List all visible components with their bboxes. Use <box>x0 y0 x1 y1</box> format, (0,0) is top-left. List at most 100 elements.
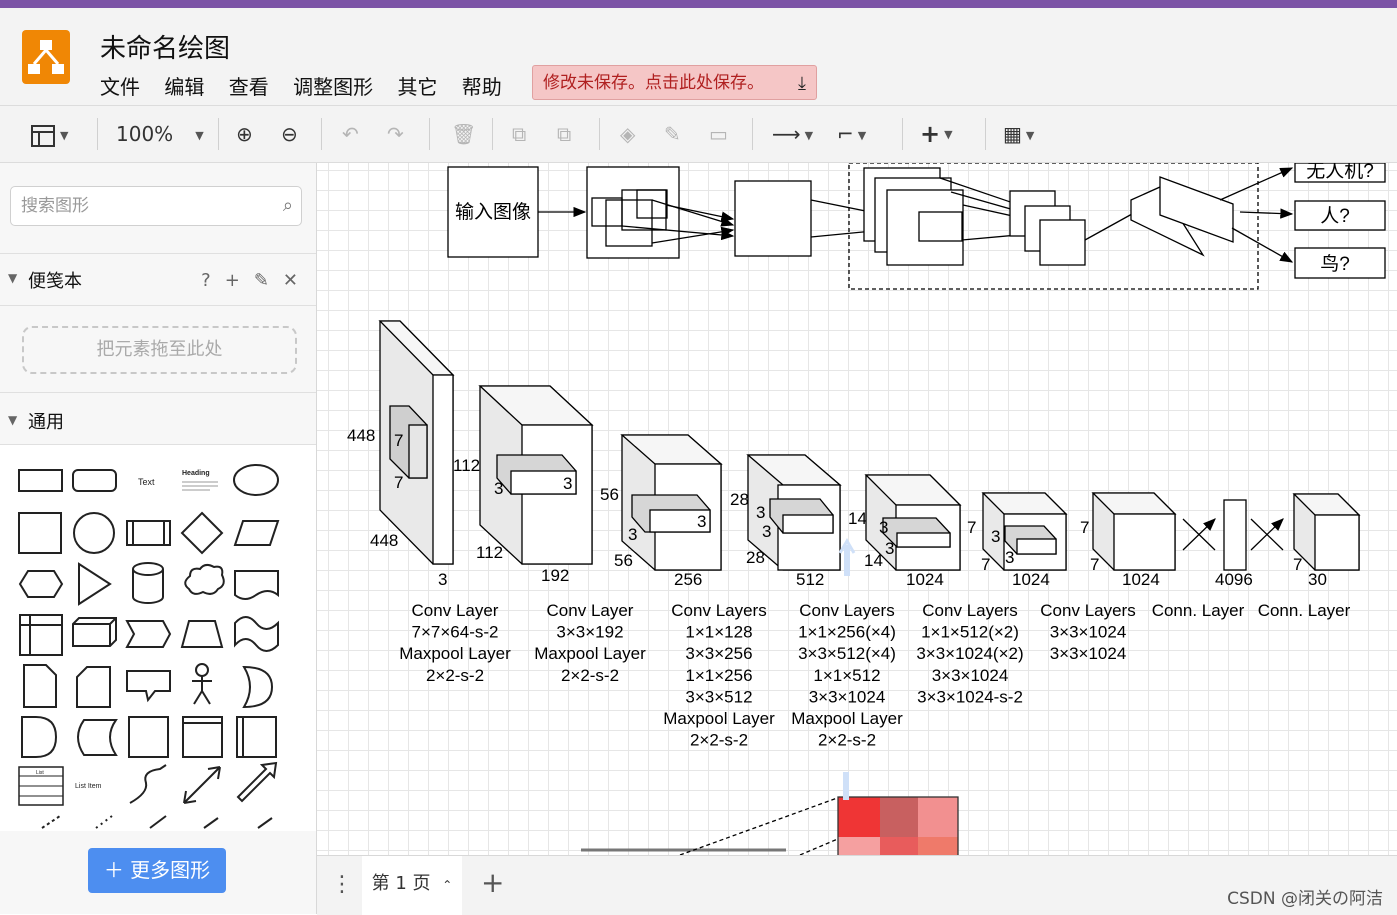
scratchpad-title[interactable]: 便笺本 <box>28 271 82 292</box>
square-shape[interactable] <box>18 512 62 554</box>
search-shapes-input[interactable]: 搜索图形 ⌕ <box>10 186 302 226</box>
collapse-triangle-icon[interactable]: ▼ <box>8 413 18 427</box>
insert-button[interactable]: +▼ <box>920 120 953 148</box>
output-bird-box[interactable] <box>1294 247 1386 279</box>
waypoints-button[interactable]: ⌐▼ <box>837 120 866 148</box>
triangle-shape[interactable] <box>78 562 112 606</box>
to-front-button[interactable]: ⧉ <box>512 120 526 148</box>
delay-shape[interactable] <box>21 716 58 758</box>
bidirectional-arrow-shape[interactable] <box>183 766 221 804</box>
rectangle-shape[interactable] <box>18 469 63 492</box>
shadow-button[interactable]: ▭ <box>709 120 728 148</box>
menu-view[interactable]: 查看 <box>228 75 269 99</box>
arrow-line-shape-2[interactable] <box>257 817 273 829</box>
callout-shape[interactable] <box>126 670 171 703</box>
document-title[interactable]: 未命名绘图 <box>100 34 231 64</box>
drawing-canvas[interactable]: 输入图像 无人机? 人? 鸟? 448 448 3 7 7 112 112 19… <box>317 163 1397 855</box>
output-layer-block[interactable] <box>1292 493 1361 571</box>
table-button[interactable]: ▦▼ <box>1003 120 1034 148</box>
drawio-logo[interactable] <box>22 30 70 84</box>
grid-cells-diagram[interactable] <box>581 796 959 855</box>
edit-icon[interactable]: ✎ <box>253 270 269 291</box>
dashed-group-box[interactable] <box>848 163 1259 290</box>
connection-style-button[interactable]: ⟶▼ <box>772 120 813 148</box>
help-icon[interactable]: ? <box>201 270 211 291</box>
cloud-shape[interactable] <box>184 563 225 595</box>
menu-edit[interactable]: 编辑 <box>164 75 205 99</box>
block-arrow-shape[interactable] <box>236 761 278 803</box>
internal-storage-shape[interactable] <box>19 614 63 656</box>
add-icon[interactable]: + <box>224 270 240 291</box>
vertical-container-shape[interactable] <box>236 716 277 758</box>
yolo-network-diagram[interactable] <box>378 320 1361 571</box>
layer-1-block[interactable] <box>378 320 455 565</box>
note-shape[interactable] <box>23 664 57 708</box>
redo-button[interactable]: ↷ <box>387 120 404 148</box>
page-footer: ⋮ 第 1 页 ⌃ + CSDN @闭关の阿洁 <box>317 855 1397 915</box>
or-shape[interactable] <box>242 665 274 709</box>
stored-data-shape[interactable] <box>77 719 118 756</box>
output-drone-box[interactable] <box>1294 163 1386 183</box>
to-back-button[interactable]: ⧉ <box>557 120 571 148</box>
collapse-triangle-icon[interactable]: ▼ <box>8 271 18 285</box>
dotted-line-shape[interactable] <box>95 815 113 829</box>
fc-layer-block[interactable] <box>1223 499 1247 571</box>
tape-shape[interactable] <box>234 616 279 652</box>
container-shape[interactable] <box>128 716 169 758</box>
layer-7-block[interactable] <box>1091 492 1177 571</box>
zoom-select[interactable]: 100%▼ <box>116 120 204 148</box>
close-icon[interactable]: ✕ <box>282 270 298 291</box>
dashed-line-shape[interactable] <box>41 815 61 829</box>
document-shape[interactable] <box>234 570 279 600</box>
card-shape[interactable] <box>76 666 111 708</box>
line-color-button[interactable]: ✎ <box>664 120 681 148</box>
output-person-box[interactable] <box>1294 200 1386 231</box>
layer-6-block[interactable] <box>981 492 1068 571</box>
add-page-button[interactable]: + <box>481 868 504 898</box>
curve-shape[interactable] <box>129 764 167 804</box>
layer-caption-line: 2×2-s-2 <box>818 731 876 750</box>
step-shape[interactable] <box>125 620 172 648</box>
rounded-rectangle-shape[interactable] <box>72 469 117 492</box>
zoom-out-button[interactable]: ⊖ <box>281 120 298 148</box>
ellipse-shape[interactable] <box>233 464 279 496</box>
circle-shape[interactable] <box>73 512 115 554</box>
parallelogram-shape[interactable] <box>233 520 280 546</box>
delete-button[interactable]: 🗑 <box>451 120 476 148</box>
hexagon-shape[interactable] <box>18 570 64 598</box>
unsaved-changes-button[interactable]: 修改未保存。点击此处保存。 ⤓ <box>532 65 817 100</box>
feature-box[interactable] <box>586 166 680 259</box>
swimlane-shape[interactable] <box>182 716 223 758</box>
diamond-shape[interactable] <box>180 511 224 555</box>
pages-menu-icon[interactable]: ⋮ <box>331 872 353 897</box>
arrow-line-shape[interactable] <box>203 817 219 829</box>
cube-shape[interactable] <box>72 617 117 647</box>
scratchpad-dropzone[interactable]: 把元素拖至此处 <box>22 326 297 374</box>
search-icon[interactable]: ⌕ <box>282 195 293 216</box>
layer-5-block[interactable] <box>864 474 962 571</box>
zoom-in-button[interactable]: ⊕ <box>236 120 253 148</box>
pooled-box[interactable] <box>734 180 812 257</box>
menu-extras[interactable]: 其它 <box>397 75 438 99</box>
layer-3-block[interactable] <box>620 434 723 571</box>
layer-2-block[interactable] <box>478 385 594 565</box>
trapezoid-shape[interactable] <box>180 620 224 648</box>
top-pipeline-diagram[interactable] <box>447 163 1386 290</box>
menu-file[interactable]: 文件 <box>100 75 140 99</box>
more-shapes-button[interactable]: ＋ 更多图形 <box>88 848 226 893</box>
layer-4-block[interactable] <box>746 454 842 571</box>
cylinder-shape[interactable] <box>131 562 164 604</box>
fill-color-button[interactable]: ◈ <box>620 120 635 148</box>
page-tab[interactable]: 第 1 页 ⌃ <box>362 856 462 915</box>
actor-shape[interactable] <box>195 663 209 677</box>
line-shape[interactable] <box>149 815 167 829</box>
menu-arrange[interactable]: 调整图形 <box>293 75 374 99</box>
heading-shape[interactable]: Heading <box>182 470 210 477</box>
undo-button[interactable]: ↶ <box>342 120 359 148</box>
list-item-shape[interactable]: List Item <box>75 783 102 790</box>
general-section-title[interactable]: 通用 <box>28 412 64 433</box>
menu-help[interactable]: 帮助 <box>461 75 502 99</box>
process-shape[interactable] <box>126 520 171 546</box>
text-shape[interactable]: Text <box>138 477 155 487</box>
format-panel-toggle[interactable]: ▼ <box>30 120 68 148</box>
